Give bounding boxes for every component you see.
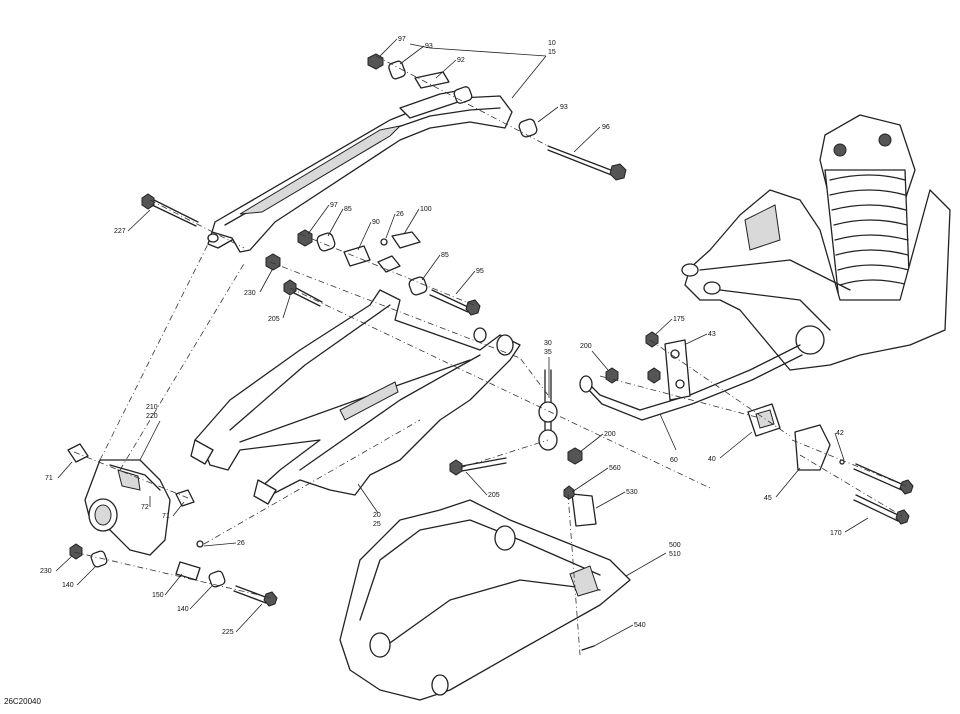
callout-230-b: 230 [40, 568, 52, 575]
callout-220: 220 [146, 413, 158, 420]
callout-170: 170 [830, 530, 842, 537]
callout-40: 40 [708, 456, 716, 463]
callout-72: 72 [141, 504, 149, 511]
callout-71-b: 71 [162, 513, 170, 520]
callout-leader-lines [55, 38, 869, 647]
callout-30: 30 [544, 340, 552, 347]
callout-560: 560 [609, 465, 621, 472]
callout-140-b: 140 [177, 606, 189, 613]
callout-labels: 97 93 92 10 15 93 96 227 97 85 90 26 100… [40, 36, 844, 636]
skid-plate [339, 485, 631, 701]
callout-42: 42 [836, 430, 844, 437]
callout-140-a: 140 [62, 582, 74, 589]
callout-200-a: 200 [580, 343, 592, 350]
callout-85-b: 85 [441, 252, 449, 259]
diagram-reference-code: 26C20040 [4, 697, 41, 706]
bolt-227 [141, 193, 199, 227]
callout-510: 510 [669, 551, 681, 558]
callout-26-b: 26 [237, 540, 245, 547]
callout-60: 60 [670, 457, 678, 464]
shock-absorber [819, 114, 916, 311]
callout-25: 25 [373, 521, 381, 528]
callout-175: 175 [673, 316, 685, 323]
callout-43: 43 [708, 331, 716, 338]
callout-150: 150 [152, 592, 164, 599]
callout-205-b: 205 [488, 492, 500, 499]
rear-frame [681, 189, 951, 371]
callout-92: 92 [457, 57, 465, 64]
pivot-bushings [265, 229, 481, 316]
callout-85-a: 85 [344, 206, 352, 213]
callout-10: 10 [548, 40, 556, 47]
callout-95: 95 [476, 268, 484, 275]
callout-26-a: 26 [396, 211, 404, 218]
upper-a-arm [207, 89, 513, 253]
callout-530: 530 [626, 489, 638, 496]
callout-210: 210 [146, 404, 158, 411]
lower-arm [190, 289, 521, 505]
callout-93-b: 93 [560, 104, 568, 111]
callout-20: 20 [373, 512, 381, 519]
callout-97-b: 97 [330, 202, 338, 209]
callout-15: 15 [548, 49, 556, 56]
callout-225: 225 [222, 629, 234, 636]
callout-96: 96 [602, 124, 610, 131]
callout-93-a: 93 [425, 43, 433, 50]
knuckle [67, 443, 278, 607]
callout-45: 45 [764, 495, 772, 502]
callout-90: 90 [372, 219, 380, 226]
sway-bar-link [449, 369, 583, 476]
callout-230-a: 230 [244, 290, 256, 297]
callout-200-b: 200 [604, 431, 616, 438]
callout-71-a: 71 [45, 475, 53, 482]
assembly-centerlines [73, 55, 907, 656]
sway-bar-bushing [747, 403, 914, 525]
sway-bar [579, 331, 803, 421]
callout-205-a: 205 [268, 316, 280, 323]
callout-227: 227 [114, 228, 126, 235]
callout-540: 540 [634, 622, 646, 629]
callout-97-a: 97 [398, 36, 406, 43]
upper-arm-hardware [367, 53, 627, 181]
callout-100: 100 [420, 206, 432, 213]
callout-500: 500 [669, 542, 681, 549]
callout-35: 35 [544, 349, 552, 356]
